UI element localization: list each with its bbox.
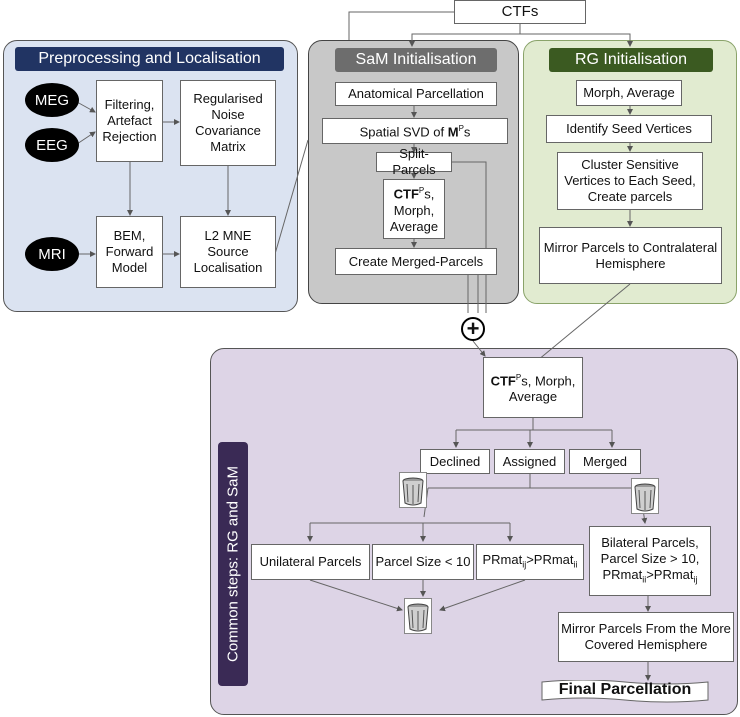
common-ctf-sup: P (515, 372, 522, 382)
plus-circle-icon: + (461, 317, 485, 341)
anatomical-parcellation-box: Anatomical Parcellation (335, 82, 497, 106)
assigned-box: Assigned (494, 449, 565, 474)
split-parcels-box: Split-Parcels (376, 146, 452, 177)
size-lt-box: Parcel Size < 10 (372, 544, 474, 580)
pr-a-sub: ij (522, 559, 527, 570)
svd-m: M (447, 124, 459, 140)
size-lt-label: Parcel Size < 10 (375, 554, 471, 569)
declined-label: Declined (429, 453, 481, 469)
rg-mirror-label: Mirror Parcels to Contralateral Hemisphe… (543, 239, 718, 271)
filtering-box: Filtering, Artefact Rejection (96, 80, 163, 162)
recycle-bin-icon (404, 598, 432, 634)
common-ctf-bold: CTF (490, 373, 516, 389)
common-ctf-label: CTFPs, Morph, Average (486, 370, 580, 405)
rg-header: RG Initialisation (549, 48, 713, 72)
svd-label: Spatial SVD of MPs (360, 121, 471, 140)
merged-label: Merged (582, 453, 628, 469)
final-label: Final Parcellation (558, 681, 692, 698)
preprocessing-header: Preprocessing and Localisation (15, 47, 284, 71)
mne-label: L2 MNE Source Localisation (193, 228, 263, 275)
final-parcellation: Final Parcellation (541, 679, 709, 703)
pr-a: PRmat (482, 551, 523, 567)
rg-morph-box: Morph, Average (576, 80, 682, 106)
cluster-box: Cluster Sensitive Vertices to Each Seed,… (557, 152, 703, 210)
common-ctf-rest: s, Morph, Average (508, 373, 576, 405)
ctfs-box: CTFs (454, 0, 586, 24)
create-merged-label: Create Merged-Parcels (348, 253, 484, 269)
bem-label: BEM, Forward Model (105, 228, 154, 275)
sam-ctf-box: CTFPs, Morph, Average (383, 179, 445, 239)
common-steps-label: Common steps: RG and SaM (218, 442, 248, 686)
bilat-pr-a: PRmat (602, 566, 643, 582)
split-label: Split-Parcels (392, 146, 436, 177)
create-merged-box: Create Merged-Parcels (335, 248, 497, 275)
prmat-box: PRmatij>PRmatii (476, 544, 584, 580)
unilateral-box: Unilateral Parcels (251, 544, 370, 580)
mne-box: L2 MNE Source Localisation (180, 216, 276, 288)
final-banner-shape (541, 679, 709, 703)
sam-ctf-rest: s, Morph, Average (389, 186, 439, 234)
filtering-label: Filtering, Artefact Rejection (102, 97, 157, 144)
declined-box: Declined (420, 449, 490, 474)
spatial-svd-box: Spatial SVD of MPs (322, 118, 508, 144)
sam-ctf-bold: CTF (393, 186, 419, 202)
mirror-from-label: Mirror Parcels From the More Covered Hem… (561, 621, 731, 652)
common-ctf-box: CTFPs, Morph, Average (483, 357, 583, 418)
common-steps-text: Common steps: RG and SaM (224, 466, 242, 662)
mri-input: MRI (25, 237, 79, 271)
pr-b-sub: ii (573, 559, 578, 570)
rg-mirror-box: Mirror Parcels to Contralateral Hemisphe… (539, 227, 722, 284)
bilat-pr-a-sub: ii (642, 574, 647, 585)
meg-input: MEG (25, 83, 79, 117)
svd-sup: P (458, 124, 464, 134)
bem-box: BEM, Forward Model (96, 216, 163, 288)
unilateral-label: Unilateral Parcels (259, 554, 362, 569)
identify-seed-label: Identify Seed Vertices (566, 121, 692, 136)
prmat-label: PRmatij>PRmatii (482, 552, 577, 573)
noise-covariance-label: Regularised Noise Covariance Matrix (193, 91, 263, 154)
bilat-pr-b-sub: ij (693, 574, 698, 585)
sam-header: SaM Initialisation (335, 48, 497, 72)
bilateral-text: Bilateral Parcels, Parcel Size > 10, (600, 534, 700, 566)
recycle-bin-icon (631, 478, 659, 514)
identify-seed-box: Identify Seed Vertices (546, 115, 712, 143)
rg-morph-label: Morph, Average (583, 85, 675, 100)
pr-gt: >PRmat (526, 551, 574, 567)
merged-box: Merged (569, 449, 641, 474)
bilateral-label: Bilateral Parcels, Parcel Size > 10, PRm… (592, 535, 708, 588)
assigned-label: Assigned (502, 453, 557, 469)
sam-ctf-label: CTFPs, Morph, Average (386, 183, 442, 234)
bilateral-box: Bilateral Parcels, Parcel Size > 10, PRm… (589, 526, 711, 596)
noise-covariance-box: Regularised Noise Covariance Matrix (180, 80, 276, 166)
cluster-label: Cluster Sensitive Vertices to Each Seed,… (564, 157, 696, 204)
recycle-bin-icon (399, 472, 427, 508)
eeg-input: EEG (25, 128, 79, 162)
sam-ctf-sup: P (418, 186, 425, 196)
svd-prefix: Spatial SVD of (359, 124, 448, 140)
anatomical-label: Anatomical Parcellation (348, 86, 484, 101)
ctfs-label: CTFs (501, 3, 539, 20)
svd-suffix: s (463, 124, 471, 140)
bilat-pr-gt: >PRmat (646, 566, 694, 582)
mirror-from-box: Mirror Parcels From the More Covered Hem… (558, 612, 734, 662)
